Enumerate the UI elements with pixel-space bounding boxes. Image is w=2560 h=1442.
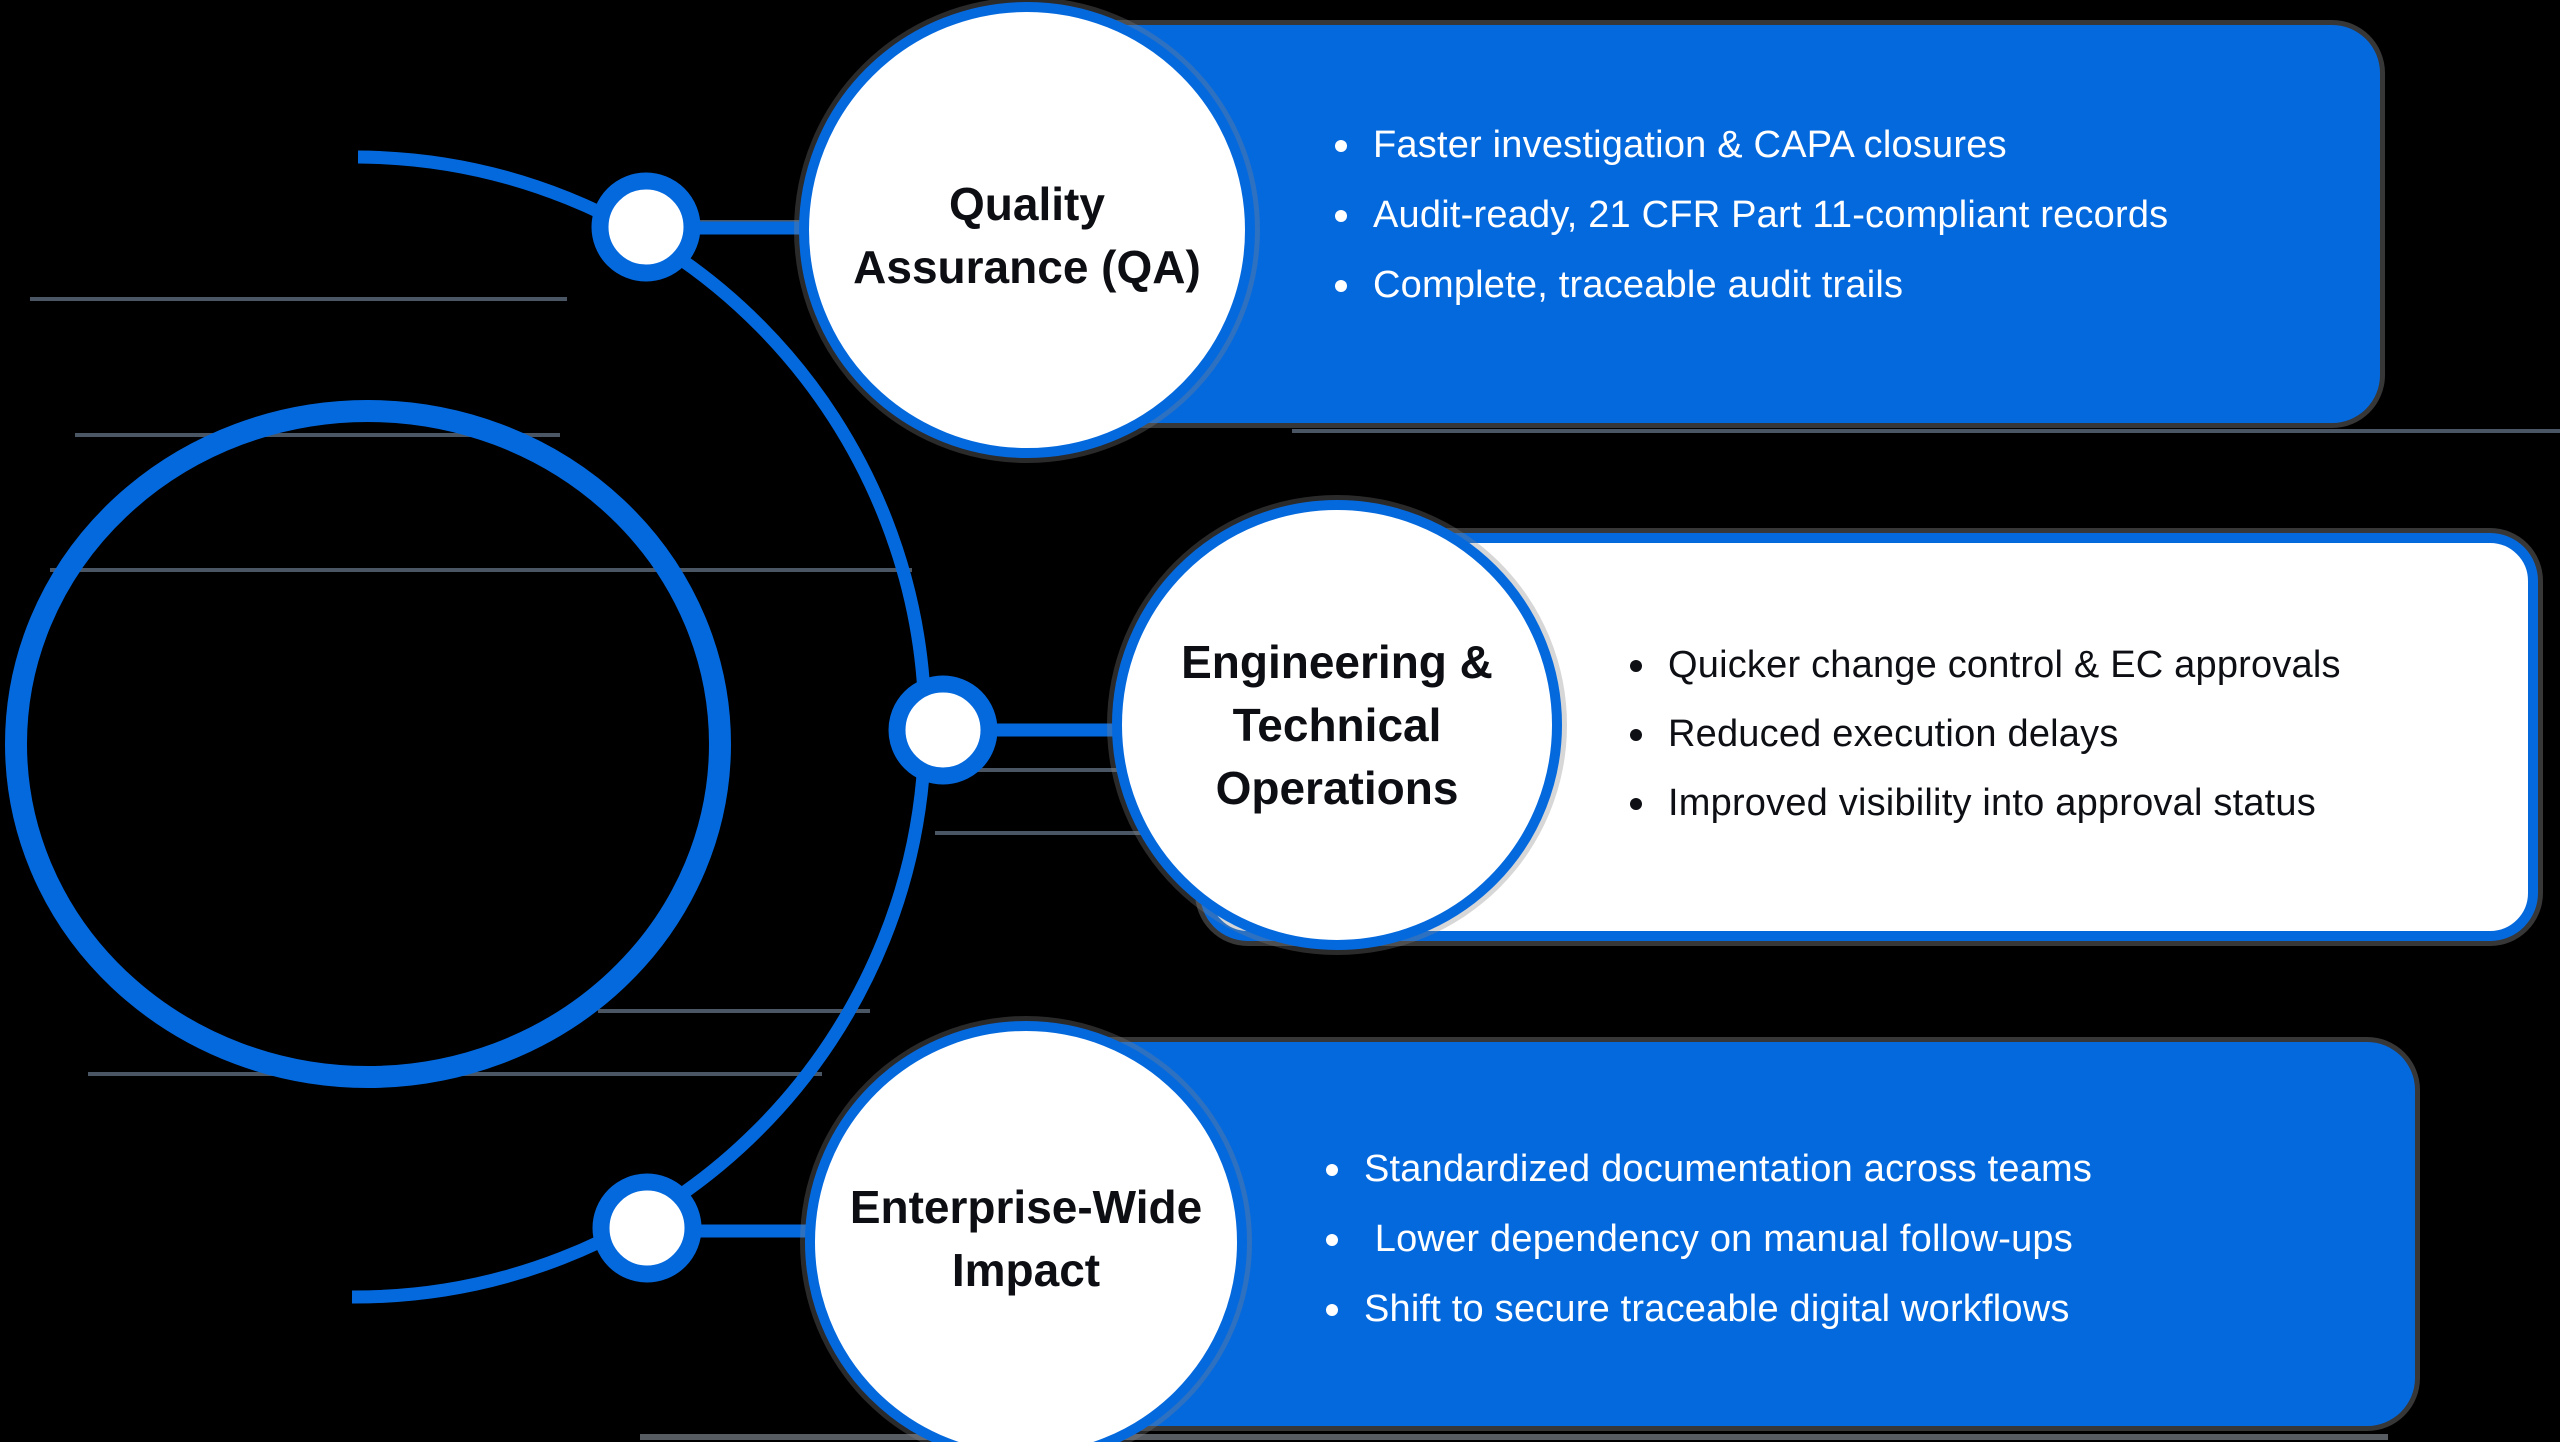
bullet-text: Audit-ready, 21 CFR Part 11-compliant re… (1373, 194, 2169, 237)
list-item: Shift to secure traceable digital workfl… (1326, 1275, 2092, 1345)
bullet-dot-icon (1326, 1164, 1338, 1176)
bullet-dot-icon (1630, 797, 1642, 810)
list-item: Faster investigation & CAPA closures (1335, 111, 2168, 181)
bullet-dot-icon (1335, 210, 1347, 222)
label-line: Assurance (QA) (853, 241, 1201, 293)
enterprise-circle-label: Enterprise-Wide Impact (850, 1176, 1202, 1302)
enterprise-bullet-list: Standardized documentation across teams … (1326, 1135, 2092, 1345)
bullet-dot-icon (1326, 1304, 1338, 1316)
connector-node-qa (591, 172, 701, 282)
qa-bullet-list: Faster investigation & CAPA closures Aud… (1335, 111, 2168, 321)
engineering-bullet-list: Quicker change control & EC approvals Re… (1630, 631, 2341, 838)
bullet-dot-icon (1630, 728, 1642, 741)
list-item: Quicker change control & EC approvals (1630, 631, 2341, 700)
label-line: Quality (949, 178, 1105, 230)
list-item: Standardized documentation across teams (1326, 1135, 2092, 1205)
engineering-circle-label: Engineering & Technical Operations (1181, 631, 1493, 820)
label-line: Operations (1215, 761, 1459, 814)
list-item: Lower dependency on manual follow-ups (1326, 1205, 2092, 1275)
label-line: Engineering & (1181, 635, 1493, 688)
connector-node-enterprise (592, 1173, 702, 1283)
bullet-text: Shift to secure traceable digital workfl… (1364, 1288, 2070, 1331)
hub-ring (5, 400, 731, 1088)
bullet-text: Lower dependency on manual follow-ups (1364, 1218, 2073, 1261)
list-item: Audit-ready, 21 CFR Part 11-compliant re… (1335, 181, 2168, 251)
bullet-dot-icon (1630, 659, 1642, 672)
label-line: Enterprise-Wide (849, 1181, 1203, 1233)
bullet-dot-icon (1335, 280, 1347, 292)
bullet-text: Improved visibility into approval status (1668, 781, 2316, 824)
bullet-text: Standardized documentation across teams (1364, 1148, 2093, 1191)
bullet-text: Reduced execution delays (1668, 712, 2119, 755)
bullet-text: Quicker change control & EC approvals (1668, 643, 2341, 686)
list-item: Complete, traceable audit trails (1335, 251, 2168, 321)
label-line: Technical (1232, 698, 1442, 751)
label-line: Impact (951, 1244, 1101, 1296)
bullet-text: Faster investigation & CAPA closures (1373, 124, 2007, 167)
qa-circle: Quality Assurance (QA) (799, 2, 1255, 458)
list-item: Improved visibility into approval status (1630, 769, 2341, 838)
bullet-dot-icon (1326, 1234, 1338, 1246)
list-item: Reduced execution delays (1630, 700, 2341, 769)
bullet-text: Complete, traceable audit trails (1373, 264, 1904, 307)
engineering-circle: Engineering & Technical Operations (1112, 500, 1562, 950)
connector-node-engineering (888, 675, 998, 785)
enterprise-circle: Enterprise-Wide Impact (805, 1021, 1247, 1442)
qa-circle-label: Quality Assurance (QA) (853, 173, 1201, 299)
bullet-dot-icon (1335, 140, 1347, 152)
